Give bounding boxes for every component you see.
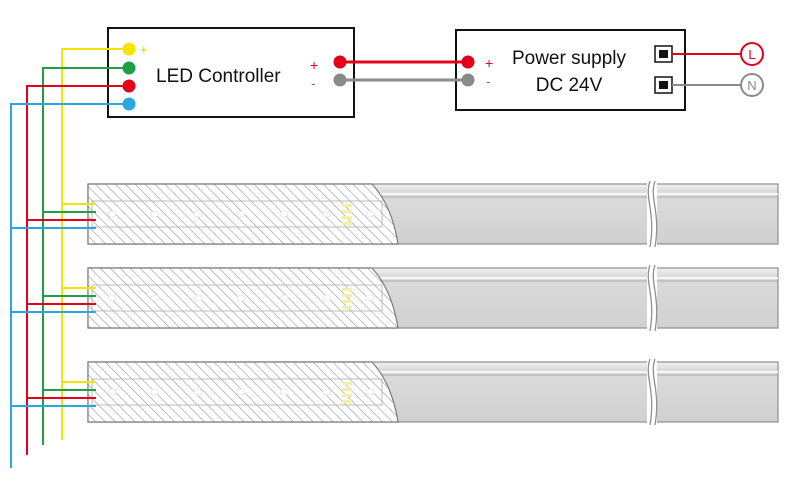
led-dot — [236, 388, 246, 396]
controller-plus-sign: + — [310, 57, 318, 73]
led-dot — [107, 210, 117, 218]
bus-wires — [10, 48, 123, 468]
contact-mark — [342, 306, 352, 309]
break-gap — [647, 359, 657, 425]
live-terminal — [740, 42, 764, 66]
led-dot — [322, 294, 332, 302]
led-dot — [193, 210, 203, 218]
contact-mark — [342, 300, 352, 303]
power-supply-line2: DC 24V — [536, 75, 603, 96]
contact-mark — [342, 394, 352, 397]
led-dot — [279, 388, 289, 396]
strip-1 — [11, 180, 779, 248]
channel-plus-sign: + — [140, 42, 148, 57]
yellow-terminal — [122, 42, 136, 56]
led-dot — [322, 210, 332, 218]
break-line-left — [647, 180, 653, 248]
led-dot — [279, 210, 289, 218]
break-line-left — [647, 264, 653, 332]
contact-mark — [342, 288, 352, 291]
led-dot — [107, 294, 117, 302]
strip-3 — [11, 358, 779, 426]
led-dot — [107, 388, 117, 396]
contact-mark — [342, 204, 352, 207]
led-controller: LED Controller + - + — [107, 27, 355, 118]
contact-mark — [342, 400, 352, 403]
neutral-label: N — [747, 78, 756, 93]
led-dot — [193, 388, 203, 396]
contact-mark — [342, 294, 352, 297]
led-dot — [322, 388, 332, 396]
break-gap — [647, 265, 657, 331]
led-dot — [365, 294, 375, 302]
blue-terminal — [122, 97, 136, 111]
psu-plus-sign: + — [485, 55, 493, 71]
live-label: L — [748, 47, 755, 62]
contact-mark — [342, 216, 352, 219]
contact-mark — [342, 388, 352, 391]
break-gap — [647, 181, 657, 247]
led-dot — [365, 210, 375, 218]
break-line-right — [652, 358, 658, 426]
led-dot — [236, 294, 246, 302]
led-dot — [193, 294, 203, 302]
dc-wires — [333, 55, 475, 87]
led-dot — [365, 388, 375, 396]
psu-minus-sign: - — [486, 73, 491, 89]
led-dot — [279, 294, 289, 302]
break-line-right — [652, 180, 658, 248]
neutral-terminal — [740, 73, 764, 97]
led-dot — [150, 388, 160, 396]
break-line-left — [647, 358, 653, 426]
controller-label: LED Controller — [156, 66, 281, 87]
power-supply-line1: Power supply — [512, 48, 627, 69]
contact-mark — [342, 382, 352, 385]
led-dot — [150, 210, 160, 218]
led-strips — [11, 180, 779, 426]
led-dot — [236, 210, 246, 218]
green-terminal — [122, 61, 136, 75]
power-supply: Power supply DC 24V + - — [455, 29, 686, 111]
break-line-right — [652, 264, 658, 332]
controller-minus-sign: - — [311, 75, 316, 91]
contact-mark — [342, 222, 352, 225]
contact-mark — [342, 210, 352, 213]
led-strip-band — [91, 284, 383, 312]
strip-2 — [11, 264, 779, 332]
red-terminal — [122, 79, 136, 93]
led-dot — [150, 294, 160, 302]
mains-connection: L N — [672, 42, 764, 97]
